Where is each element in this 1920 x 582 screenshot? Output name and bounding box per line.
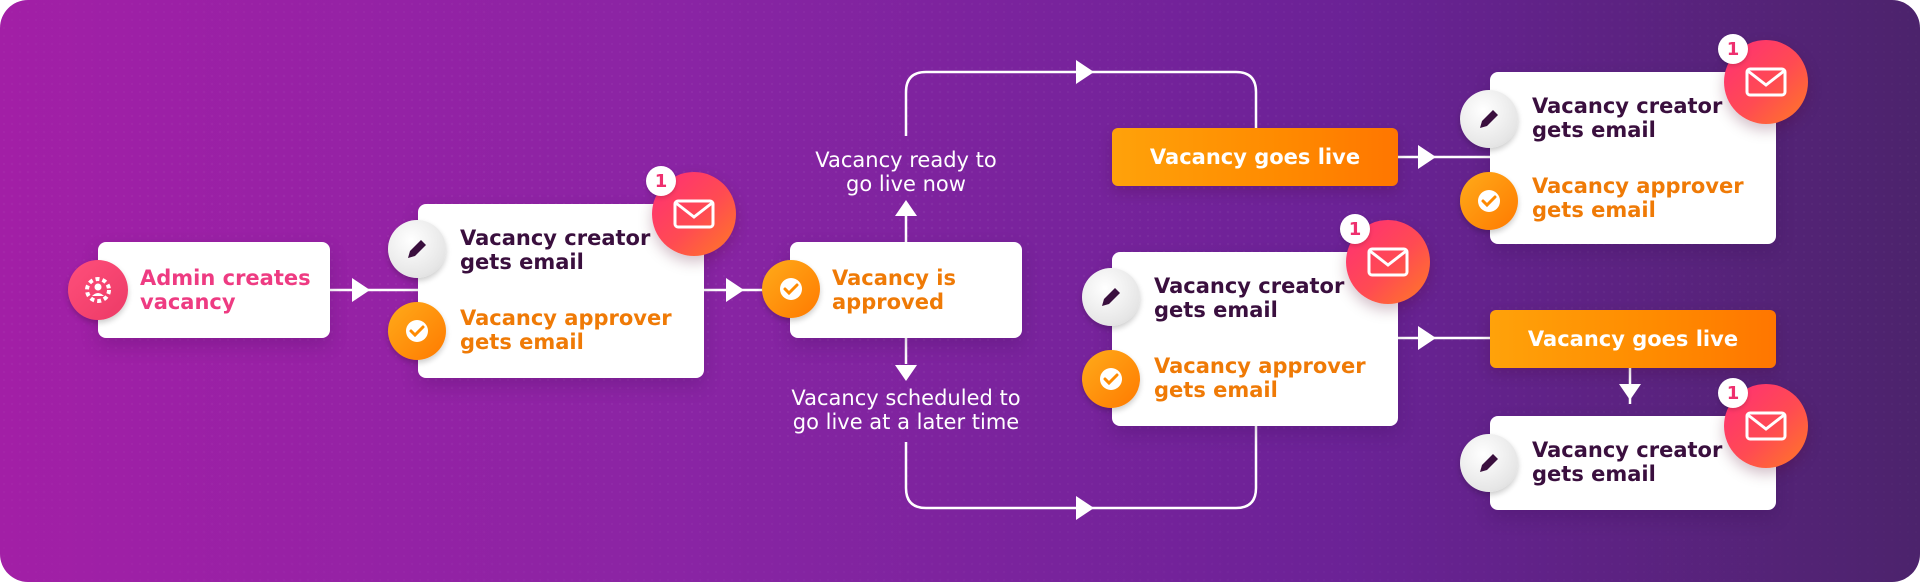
pencil-icon-circle [388,220,446,278]
arrow-right-icon [726,278,744,302]
approver-icon-circle [1460,172,1518,230]
envelope-icon [1745,67,1787,97]
creator-email-label: Vacancy creator gets email [1532,94,1723,142]
arrow-right-icon [1418,326,1436,350]
admin-creates-label: Admin creates vacancy [140,266,311,314]
approver-icon-circle [1082,350,1140,408]
creator-email-label: Vacancy creator gets email [1532,438,1723,486]
approved-card [790,242,1022,338]
envelope-icon [673,199,715,229]
admin-icon-circle [68,260,128,320]
user-gear-icon [85,277,111,303]
goes-live-bar-top: Vacancy goes live [1112,128,1398,186]
admin-creates-card [98,242,330,338]
arrow-right-icon [352,278,370,302]
pencil-icon-circle [1082,268,1140,326]
approved-label: Vacancy is approved [832,266,956,314]
creator-email-label: Vacancy creator gets email [460,226,651,274]
connector-bottom-loop [904,426,1258,510]
pencil-icon [1480,454,1498,472]
notification-badge: 1 [1340,214,1370,244]
envelope-icon [1367,247,1409,277]
pencil-icon [1480,110,1498,128]
pencil-icon [1102,288,1120,306]
pencil-icon-circle [1460,434,1518,492]
approver-email-label: Vacancy approver gets email [460,306,672,354]
scheduled-label: Vacancy scheduled to go live at a later … [791,386,1021,434]
arrow-up-icon [895,200,917,216]
approver-email-label: Vacancy approver gets email [1154,354,1366,402]
pencil-icon-circle [1460,90,1518,148]
check-badge-icon [1478,190,1500,212]
approver-email-label: Vacancy approver gets email [1532,174,1744,222]
arrow-right-icon [1418,145,1436,169]
creator-email-label: Vacancy creator gets email [1154,274,1345,322]
arrow-down-icon [1619,384,1641,400]
approver-icon-circle [388,302,446,360]
pencil-icon [408,240,426,258]
notification-badge: 1 [1718,34,1748,64]
check-badge-icon [406,320,428,342]
arrow-down-icon [895,365,917,381]
arrow-right-icon [1076,60,1094,84]
connector-top-loop [904,70,1258,136]
arrow-right-icon [1076,496,1094,520]
check-badge-icon [1100,368,1122,390]
goes-live-bar-bottom: Vacancy goes live [1490,310,1776,368]
notification-badge: 1 [646,166,676,196]
check-badge-icon [780,278,802,300]
ready-now-label: Vacancy ready to go live now [815,148,997,196]
notification-badge: 1 [1718,378,1748,408]
envelope-icon [1745,411,1787,441]
approved-icon-circle [762,260,820,318]
